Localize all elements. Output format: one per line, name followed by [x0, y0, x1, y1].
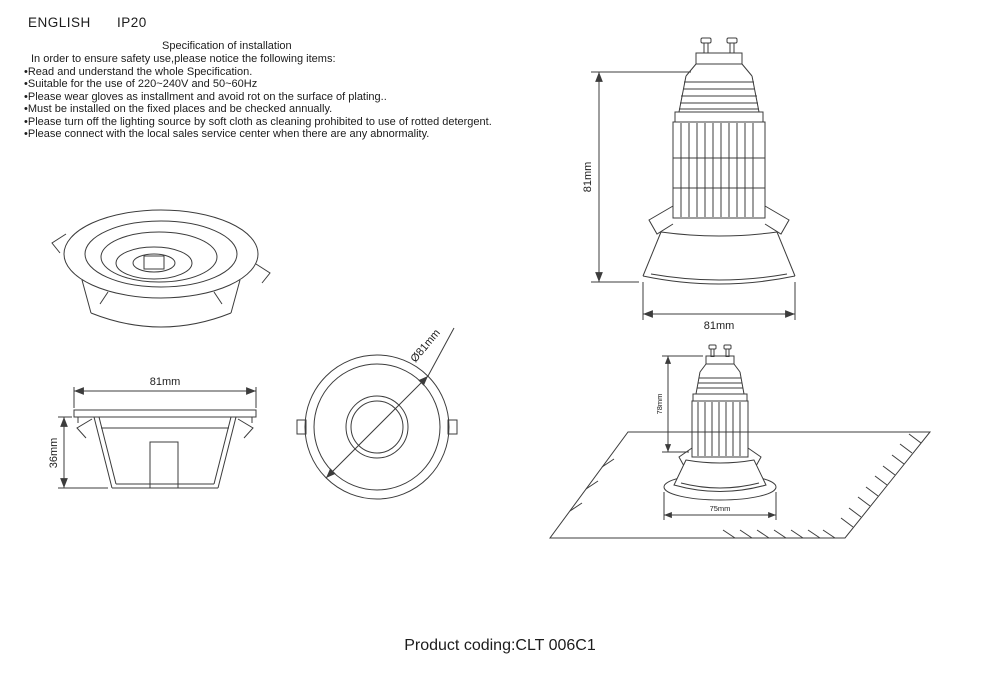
dim-front-width-label: 81mm [150, 376, 181, 388]
ip-rating-label: IP20 [117, 15, 147, 30]
dim-lamp-height-label: 81mm [582, 162, 594, 193]
drawing-top-view: Ø81mm [296, 327, 458, 500]
spec-intro: In order to ensure safety use,please not… [31, 53, 336, 65]
dim-cutout-width-label: 75mm [710, 504, 731, 513]
drawing-lamp-elevation: 81mm 81mm [582, 37, 796, 332]
safety-note: •Please connect with the local sales ser… [24, 128, 430, 141]
safety-note: •Must be installed on the fixed places a… [24, 103, 333, 116]
spec-title: Specification of installation [162, 40, 292, 52]
dim-front-depth-label: 36mm [48, 438, 60, 469]
dim-lamp-width-label: 81mm [704, 320, 735, 332]
drawing-perspective-view [51, 209, 271, 328]
drawing-front-section: 81mm 36mm [48, 376, 257, 489]
safety-note: •Read and understand the whole Specifica… [24, 66, 253, 78]
language-label: ENGLISH [28, 15, 91, 30]
dim-diameter-label: Ø81mm [409, 327, 443, 365]
safety-note: •Please wear gloves as installment and a… [24, 90, 387, 103]
product-coding: Product coding:CLT 006C1 [404, 637, 596, 654]
safety-note: •Please turn off the lighting source by … [24, 115, 492, 128]
safety-note: •Suitable for the use of 220~240V and 50… [24, 78, 258, 91]
dim-install-depth-label: 78mm [655, 394, 664, 415]
safety-notes-list: •Read and understand the whole Specifica… [24, 66, 492, 140]
drawing-installation-view: 78mm 75mm [549, 344, 932, 539]
